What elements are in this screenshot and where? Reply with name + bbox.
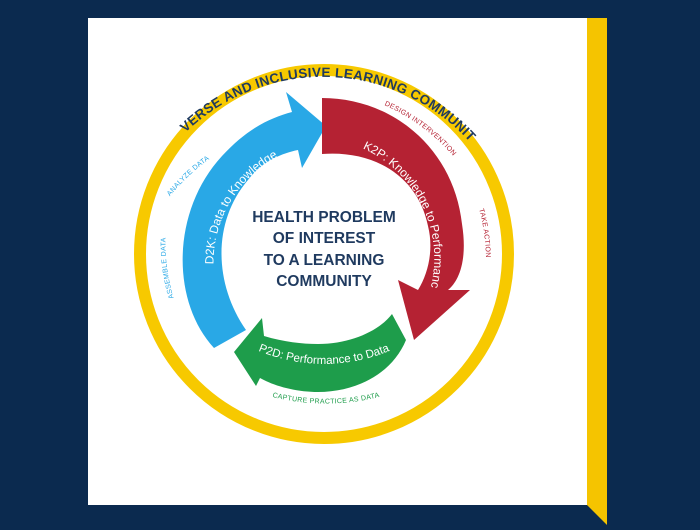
center-title: HEALTH PROBLEM OF INTEREST TO A LEARNING… <box>252 209 396 290</box>
center-line-3: TO A LEARNING <box>264 252 385 269</box>
p2d-arrow <box>234 314 406 392</box>
yellow-accent-bar <box>587 18 607 525</box>
center-line-2: OF INTEREST <box>273 230 376 247</box>
center-line-4: COMMUNITY <box>276 273 372 290</box>
center-line-1: HEALTH PROBLEM <box>252 209 396 226</box>
k2p-arrow <box>322 98 470 340</box>
d2k-arrow <box>182 92 326 348</box>
outer-ring <box>134 64 514 444</box>
